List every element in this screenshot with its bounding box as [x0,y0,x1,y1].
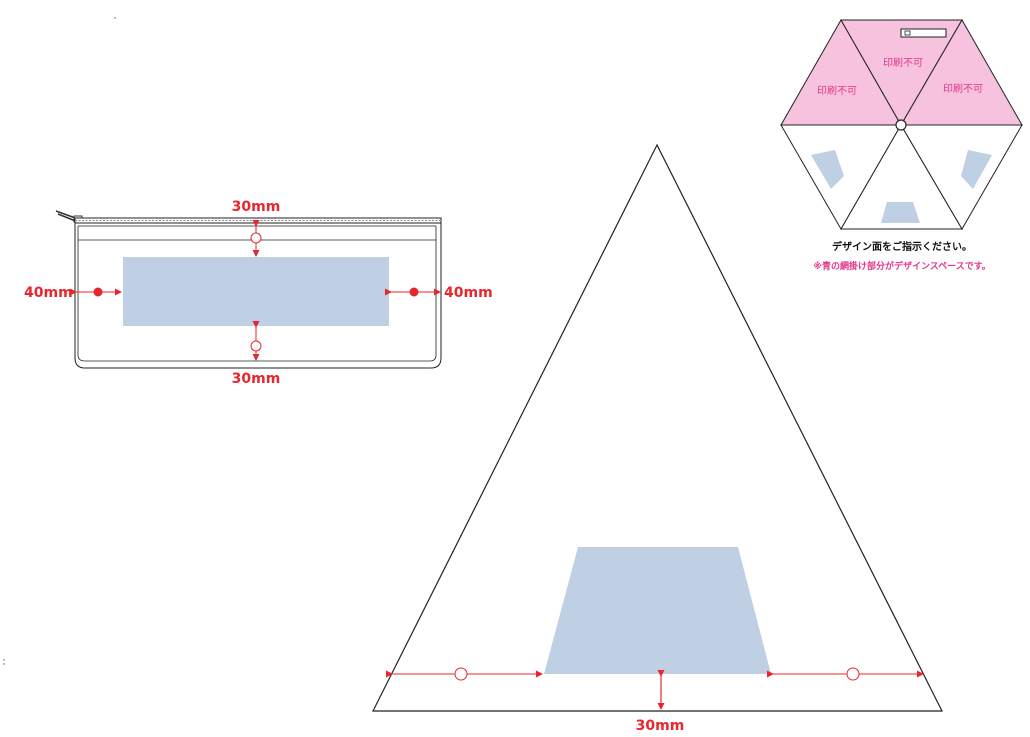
no-print-label: 印刷不可 [817,85,857,97]
umbrella-strap-icon [900,28,947,38]
design-space-note: ※青の網掛け部分がデザインスペースです。 [813,260,991,272]
umbrella-panel-diagram: 30mm [372,143,943,734]
umbrella-center-cap [895,119,907,131]
pouch-right-margin-label: 40mm [444,285,493,301]
no-print-label: 印刷不可 [943,83,983,95]
pouch-top-margin-label: 30mm [232,199,281,215]
pouch-diagram: 30mm 30mm 40mm 40mm [24,199,493,387]
hex-design-area-middle [881,202,920,223]
umbrella-top-view: 印刷不可 印刷不可 印刷不可 [780,18,1023,231]
hex-design-area-right [961,150,992,189]
panel-design-area [544,547,771,674]
pouch-left-margin-label: 40mm [24,285,73,301]
pouch-bottom-margin-label: 30mm [232,371,281,387]
pouch-design-area [123,257,389,326]
panel-lower-right [900,124,1023,230]
hex-design-area-left [811,150,844,189]
panel-outline [372,143,943,712]
no-print-label: 印刷不可 [883,57,923,69]
pouch-inner-seam [77,239,437,362]
design-face-instruction: デザイン面をご指示ください。 [832,240,972,253]
panel-bottom-margin-label: 30mm [636,718,685,734]
